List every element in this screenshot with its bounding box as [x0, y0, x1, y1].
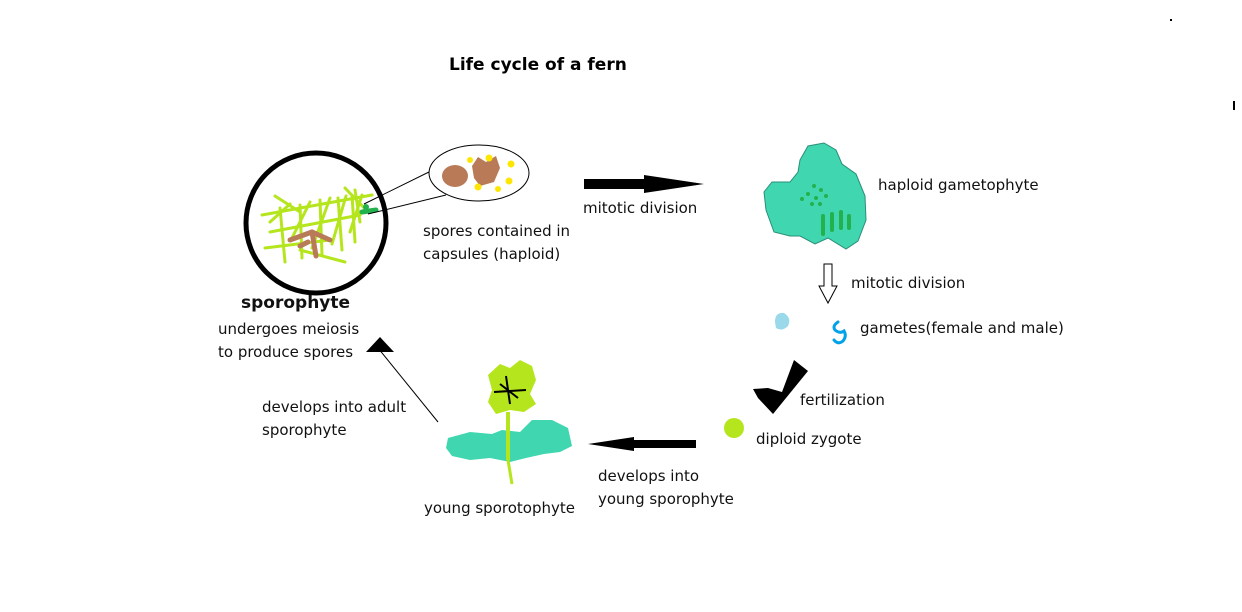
gametes-illustration: [775, 312, 847, 345]
zygote-illustration: [724, 418, 744, 438]
sporophyte-illustration: [243, 150, 389, 296]
spores-caption-line2: capsules (haploid): [423, 245, 561, 263]
diagram-title: Life cycle of a fern: [449, 55, 627, 75]
sporophyte-desc-line1: undergoes meiosis: [218, 320, 360, 338]
gametes-label: gametes(female and male): [860, 319, 1064, 337]
young-sporophyte-illustration: [446, 360, 572, 485]
develops-adult-line2: sporophyte: [262, 421, 347, 439]
zoom-line-upper: [363, 169, 434, 205]
sporophyte-desc-line2: to produce spores: [218, 343, 354, 361]
develops-young-line2: young sporophyte: [598, 490, 734, 508]
fertilization-label: fertilization: [800, 391, 885, 409]
arrow-zygote-to-young: [588, 437, 696, 451]
develops-young-line1: develops into: [598, 467, 700, 485]
young-sporophyte-label: young sporotophyte: [424, 499, 575, 517]
develops-adult-line1: develops into adult: [262, 398, 407, 416]
capsule-brown-spore: [442, 165, 468, 187]
develops-adult-caption: develops into adult sporophyte: [262, 396, 406, 442]
gametophyte-label: haploid gametophyte: [878, 176, 1039, 194]
zygote-label: diploid zygote: [756, 430, 862, 448]
mitotic-division-label-2: mitotic division: [851, 274, 966, 292]
arrow-young-to-adult: [366, 337, 439, 423]
spores-caption: spores contained in capsules (haploid): [423, 220, 570, 266]
develops-young-caption: develops into young sporophyte: [598, 465, 734, 511]
male-gamete: [832, 320, 847, 345]
capsule-brown-cluster: [472, 156, 500, 186]
zoom-line-lower: [367, 194, 447, 215]
arrow-gametophyte-to-gametes: [818, 263, 838, 305]
stray-dot: [1170, 19, 1172, 21]
spore-yellow: [495, 186, 501, 192]
sporophyte-description: undergoes meiosis to produce spores: [218, 318, 359, 364]
sporophyte-label: sporophyte: [241, 293, 351, 313]
spore-yellow: [467, 157, 473, 163]
gametophyte-illustration: [763, 142, 867, 250]
arrow-fertilization: [753, 360, 808, 414]
spores-caption-line1: spores contained in: [423, 222, 571, 240]
spore-capsule-illustration: [428, 144, 530, 202]
mitotic-division-label-1: mitotic division: [583, 199, 698, 217]
spore-yellow: [507, 160, 515, 168]
arrow-spores-to-gametophyte: [584, 175, 704, 193]
spore-yellow: [474, 183, 482, 191]
spore-yellow: [485, 154, 493, 162]
female-gamete: [775, 312, 790, 330]
spore-yellow: [505, 177, 513, 185]
stray-dash: [1233, 101, 1235, 110]
